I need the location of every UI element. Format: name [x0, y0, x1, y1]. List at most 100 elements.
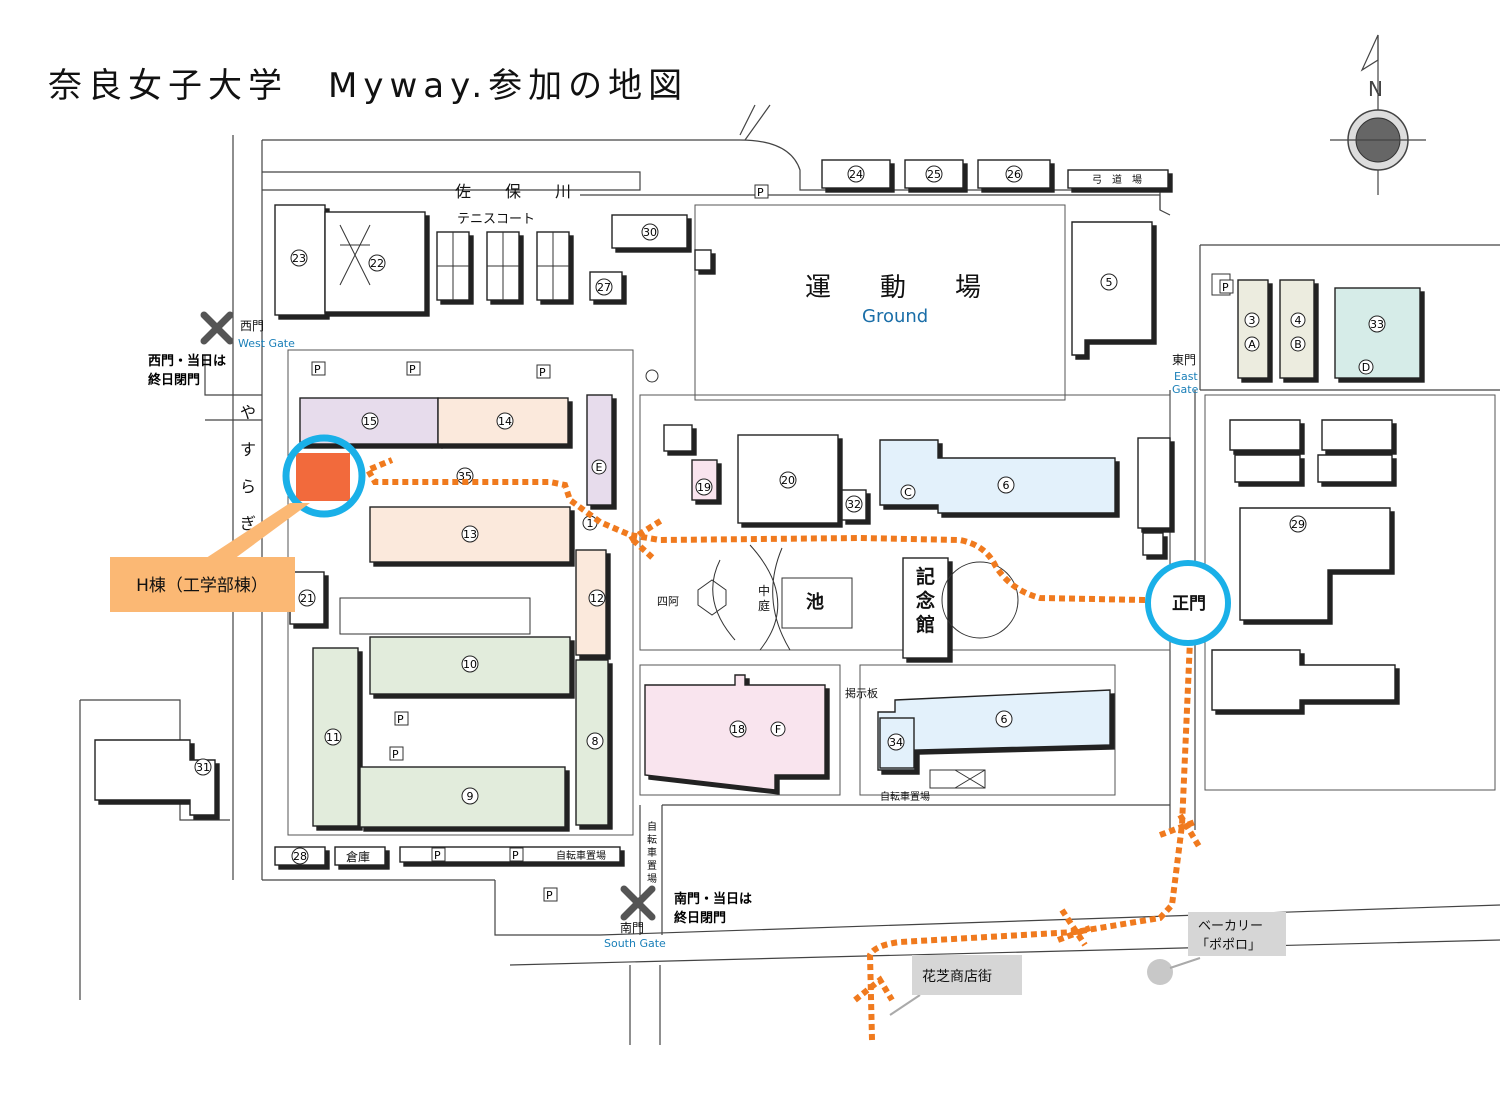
svg-text:11: 11 — [326, 731, 340, 744]
svg-text:19: 19 — [697, 481, 711, 494]
svg-text:21: 21 — [300, 592, 314, 605]
svg-text:P: P — [434, 849, 441, 862]
svg-text:P: P — [539, 366, 546, 379]
svg-text:27: 27 — [597, 281, 611, 294]
letter-badges: A B C D E F — [591, 336, 1374, 737]
svg-text:P: P — [409, 363, 416, 376]
badge-31: 31 — [194, 758, 212, 776]
svg-text:8: 8 — [592, 735, 599, 748]
soko-label: 倉庫 — [346, 849, 370, 864]
bike-lot-label-2: 自転車置場 — [556, 849, 606, 862]
svg-text:P: P — [512, 849, 519, 862]
main-gate-ring — [1145, 560, 1231, 646]
svg-text:20: 20 — [781, 474, 795, 487]
building-27 — [589, 271, 623, 301]
svg-text:14: 14 — [498, 415, 512, 428]
svg-text:B: B — [1294, 338, 1302, 351]
kinenkan-3: 館 — [916, 613, 935, 636]
svg-text:1: 1 — [587, 517, 594, 530]
badge-7: 6 — [995, 710, 1013, 728]
badge-30: 30 — [641, 223, 659, 241]
south-gate-closed-icon — [620, 885, 656, 921]
ground-en-label: Ground — [862, 306, 928, 327]
shopping-label-box — [912, 955, 1022, 995]
badge-C: C — [900, 484, 916, 500]
h-building-ring — [282, 434, 366, 518]
compass: N — [1330, 34, 1426, 195]
ground-label-2: 動 — [880, 273, 906, 303]
h-building — [296, 453, 350, 501]
map-title: 奈良女子大学 Myway.参加の地図 — [48, 66, 689, 106]
svg-text:10: 10 — [463, 658, 477, 671]
pond-label: 池 — [806, 591, 824, 613]
svg-text:F: F — [775, 723, 781, 736]
svg-text:29: 29 — [1291, 518, 1305, 531]
bike-lot-label: 自転車置場 — [880, 790, 930, 803]
badge-28: 28 — [291, 847, 309, 865]
badge-15: 15 — [361, 412, 379, 430]
svg-text:18: 18 — [731, 723, 745, 736]
shopping-label: 花芝商店街 — [922, 969, 992, 985]
svg-text:A: A — [1248, 338, 1256, 351]
badge-9: 9 — [461, 787, 479, 805]
bakery-marker — [1147, 959, 1173, 985]
west-gate-note-1: 西門・当日は — [148, 353, 226, 369]
badge-33: 33 — [1368, 315, 1386, 333]
svg-text:12: 12 — [590, 592, 604, 605]
bike-lot-v4: 置 — [647, 860, 657, 872]
bike-lot-v1: 自 — [647, 820, 657, 833]
north-arrow-icon — [1360, 34, 1379, 72]
yasuragi-2: す — [240, 440, 256, 459]
svg-text:D: D — [1362, 361, 1370, 374]
svg-text:31: 31 — [196, 761, 210, 774]
badge-4: 4 — [1290, 312, 1306, 328]
svg-text:24: 24 — [849, 168, 863, 181]
bike-lot-v3: 車 — [647, 846, 657, 859]
parking-6: P — [389, 746, 404, 761]
svg-text:5: 5 — [1106, 276, 1113, 289]
south-gate-note-2: 終日閉門 — [674, 910, 726, 926]
svg-text:3: 3 — [1249, 314, 1256, 327]
badge-18: 18 — [729, 720, 747, 738]
east-gate-en-2: Gate — [1172, 383, 1199, 396]
badge-25: 25 — [925, 165, 943, 183]
badge-3: 3 — [1244, 312, 1260, 328]
svg-text:6: 6 — [1001, 713, 1008, 726]
west-gate-closed-icon — [200, 311, 234, 345]
h-callout-pointer — [200, 503, 310, 562]
svg-text:28: 28 — [293, 850, 307, 863]
badge-11: 11 — [324, 728, 342, 746]
parking-9: P — [543, 887, 558, 902]
badge-12: 12 — [588, 589, 606, 607]
south-gate-note-1: 南門・当日は — [674, 891, 752, 907]
badge-B: B — [1290, 336, 1306, 352]
h-building-callout — [110, 557, 295, 612]
kinenkan-1: 記 — [916, 565, 935, 588]
yasuragi-3: ら — [240, 477, 256, 496]
parking-5: P — [394, 711, 409, 726]
nakaniwa-2: 庭 — [758, 598, 770, 613]
svg-text:34: 34 — [889, 736, 903, 749]
building-33 — [1334, 287, 1421, 379]
badge-22: 22 — [368, 254, 386, 272]
svg-text:23: 23 — [292, 252, 306, 265]
building-29 — [1239, 507, 1391, 621]
building-31 — [94, 739, 216, 816]
svg-text:22: 22 — [370, 257, 384, 270]
parking-1: P — [754, 184, 769, 199]
svg-text:P: P — [392, 748, 399, 761]
badge-A: A — [1244, 336, 1260, 352]
building-7 — [877, 689, 1111, 771]
bike-lot-v5: 場 — [647, 872, 657, 885]
svg-text:15: 15 — [363, 415, 377, 428]
badge-8: 8 — [586, 732, 604, 750]
badge-14: 14 — [496, 412, 514, 430]
kinenkan-2: 念 — [915, 589, 935, 612]
yasuragi-1: や — [240, 403, 256, 422]
svg-text:P: P — [757, 186, 764, 199]
building-E — [586, 394, 613, 506]
tennis-label: テニスコート — [457, 212, 535, 227]
west-gate-label: 西門 — [240, 319, 264, 333]
badge-32: 32 — [845, 495, 863, 513]
building-numbers: 24 25 26 30 27 23 22 5 3 4 33 15 14 35 1… — [194, 165, 1386, 865]
